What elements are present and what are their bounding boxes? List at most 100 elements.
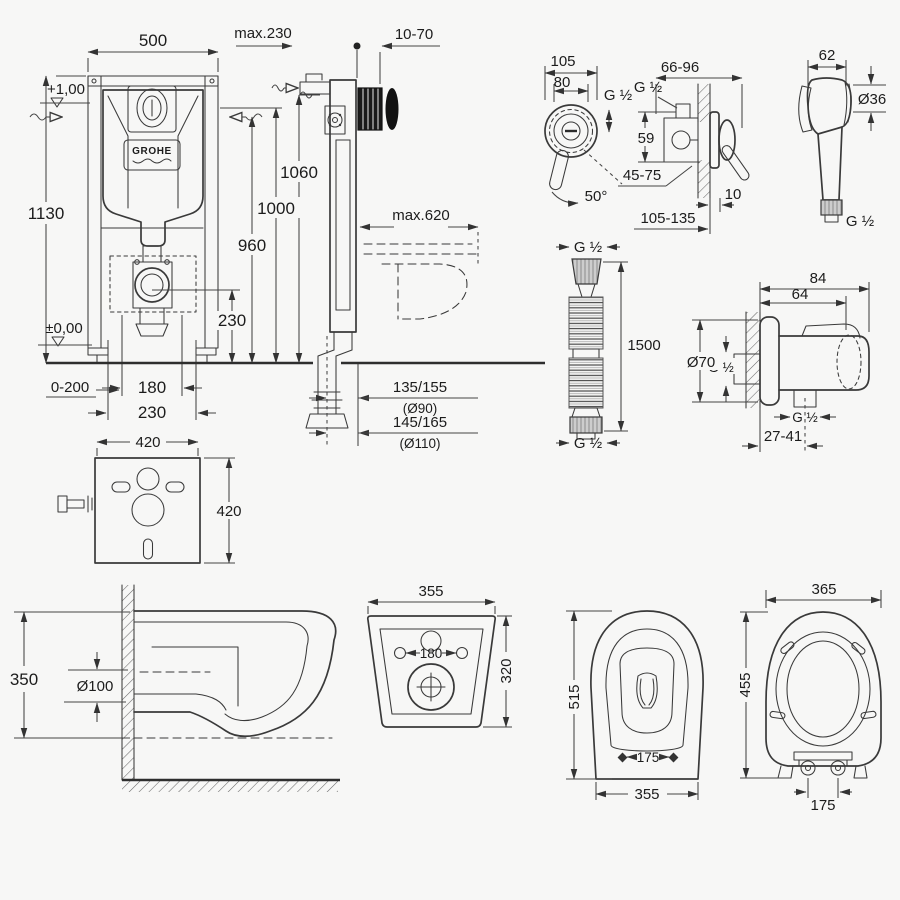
dim-seat-width: 365 — [811, 581, 836, 598]
frame-side-view — [271, 42, 477, 429]
wall-elbow-holder-view: G ½ G ½ 27-41 84 64 Ø70 — [679, 270, 870, 452]
thread-front-g: G ½ — [604, 87, 633, 104]
dim-drain-a: 135/155 — [393, 379, 447, 396]
flush-plate-side — [357, 87, 383, 131]
flush-button-disc — [385, 88, 399, 130]
wall-hatch-bottom — [698, 160, 710, 198]
dim-gasket-width: 420 — [135, 434, 160, 451]
dim-960: 960 — [238, 236, 266, 255]
dim-lever-angle: 50° — [585, 188, 608, 205]
thread-side-g: G ½ — [634, 79, 663, 96]
dim-drain-a-dia: (Ø90) — [403, 401, 438, 416]
dim-drain-b-dia: (Ø110) — [399, 436, 440, 451]
drain-socket — [305, 413, 349, 429]
shower-nut — [820, 199, 843, 216]
dim-45-75: 45-75 — [623, 167, 661, 184]
thread-elbow-outlet: G ½ — [792, 410, 818, 425]
pan-rear-outline — [366, 615, 497, 728]
brand-label: GROHE — [132, 146, 172, 157]
dim-depth-66-96: 66-96 — [661, 59, 699, 76]
wall-bracket — [299, 81, 331, 95]
dim-top-width: 355 — [634, 786, 659, 803]
dim-drain-height: 230 — [218, 311, 246, 330]
elbow-flange — [759, 316, 780, 406]
dim-1000: 1000 — [257, 199, 295, 218]
dim-mixer-105: 105 — [550, 53, 575, 70]
rear-drain — [407, 663, 455, 711]
dim-drain-b: 145/165 — [393, 414, 447, 431]
level-zero: ±0,00 — [45, 320, 82, 337]
dim-rear-width: 355 — [418, 583, 443, 600]
thread-hose-bottom: G ½ — [574, 435, 603, 452]
flush-actuation-window — [127, 85, 177, 133]
height-dimensions: 1060 1000 960 — [220, 91, 323, 364]
hose-top-nut — [571, 258, 602, 285]
frame-front-dimensions: 500 1130 +1,00 ±0,00 0-200 180 230 230 — [28, 31, 252, 422]
seat-hole-right — [668, 752, 679, 763]
shower-head — [806, 77, 852, 135]
mixer-rosette — [544, 104, 598, 158]
thread-hose-top: G ½ — [574, 239, 603, 256]
dim-shower-62: 62 — [819, 47, 836, 64]
dim-105-135: 105-135 — [640, 210, 695, 227]
dim-feet-range: 0-200 — [51, 379, 89, 396]
dim-10: 10 — [725, 186, 742, 203]
gasket-plate-view: 420 420 — [57, 434, 242, 564]
dim-1060: 1060 — [280, 163, 318, 182]
wall-hatch-pan — [122, 585, 134, 780]
hose-coil-lower — [568, 357, 604, 409]
dim-27-41: 27-41 — [764, 428, 802, 445]
shower-hose-view: G ½ 1500 G ½ — [556, 239, 663, 452]
dim-outlet-180: 180 — [138, 378, 166, 397]
frame-side-dimensions: max.230 10-70 max.620 135/155 (Ø90) 145/… — [234, 25, 479, 451]
dim-bowl-depth: max.620 — [392, 207, 450, 224]
level-plus-100: +1,00 — [47, 81, 85, 98]
dim-outlet-230: 230 — [138, 403, 166, 422]
seat-outline — [765, 611, 882, 767]
dim-gasket-height: 420 — [216, 503, 241, 520]
dim-seat-hinge: 175 — [810, 797, 835, 814]
dim-84: 84 — [810, 270, 827, 287]
thread-shower-g: G ½ — [846, 213, 875, 230]
hose-coil-upper — [568, 296, 604, 350]
dim-shower-dia: Ø36 — [858, 91, 886, 108]
pan-rear-view: 180 355 320 — [366, 583, 515, 728]
hose-bottom-nut — [569, 416, 603, 434]
bolt-icon — [57, 495, 93, 513]
pan-top-outline — [590, 610, 704, 780]
frame-side-profile — [329, 79, 357, 333]
dim-top-length: 515 — [566, 684, 583, 709]
dim-seat-length: 455 — [737, 672, 754, 697]
shower-trigger-lever — [798, 85, 813, 133]
dim-mixer-80: 80 — [554, 74, 571, 91]
mixer-lever-side — [721, 145, 750, 181]
dim-plate-range: 10-70 — [395, 26, 433, 43]
toilet-bowl-dashed — [363, 243, 477, 320]
dim-rear-holes-180: 180 — [420, 646, 443, 661]
dim-frame-height: 1130 — [28, 204, 65, 223]
seat-hole-left — [617, 752, 628, 763]
grohe-logo-plate: GROHE — [123, 139, 181, 171]
dim-59: 59 — [638, 130, 655, 147]
mixer-lever-front — [549, 149, 569, 191]
seat-lid-view: 365 455 175 — [737, 581, 882, 814]
dim-flange-dia: Ø70 — [687, 354, 715, 371]
frame-front-view: GROHE — [29, 75, 263, 364]
dim-max-depth: max.230 — [234, 25, 292, 42]
dim-64: 64 — [792, 286, 809, 303]
dim-rear-height: 320 — [498, 658, 515, 683]
dim-pan-350: 350 — [10, 670, 38, 689]
wall-hatch — [746, 312, 760, 408]
dim-hose-length: 1500 — [627, 337, 660, 354]
dim-pan-outlet-dia: Ø100 — [77, 678, 114, 695]
elbow-body — [778, 335, 870, 391]
mixer-valve-front-view: 105 80 G ½ 50° — [544, 53, 633, 207]
gasket-plate — [94, 457, 201, 564]
floor-hatch-pan — [122, 780, 338, 792]
pan-side-section-view: 350 Ø100 — [10, 584, 340, 792]
pan-outer-profile — [133, 610, 337, 738]
dim-frame-width: 500 — [139, 31, 167, 50]
